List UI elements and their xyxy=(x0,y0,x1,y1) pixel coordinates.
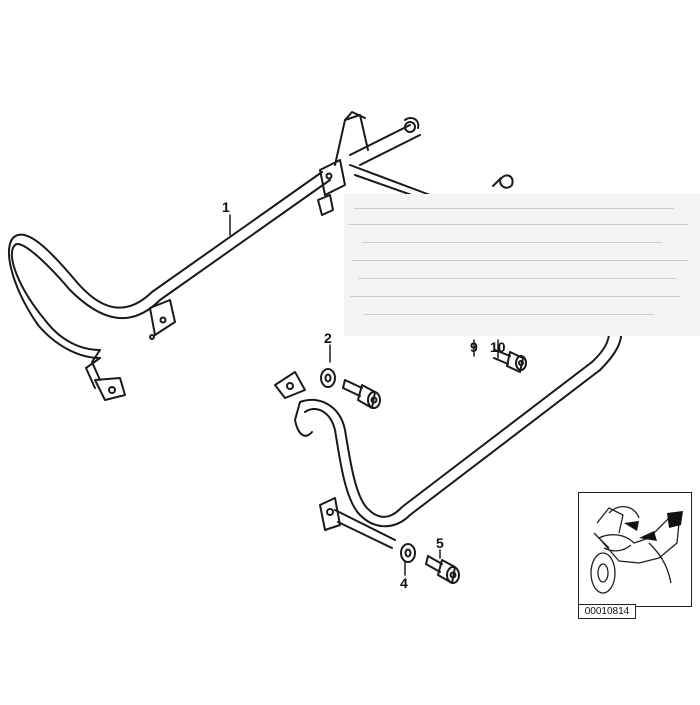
callout-part-4: 4 xyxy=(400,575,408,591)
callout-part-1: 1 xyxy=(222,199,230,215)
callout-part-9: 9 xyxy=(470,339,478,355)
washer-bolt-4-5 xyxy=(400,543,460,584)
smudge-line xyxy=(354,208,674,209)
smudge-line xyxy=(362,242,662,243)
smudge-line xyxy=(348,224,688,225)
callout-part-10: 10 xyxy=(490,339,506,355)
smudge-line xyxy=(358,278,676,279)
washer-bolt-2 xyxy=(320,368,381,409)
crash-bar-right xyxy=(274,324,623,549)
obscured-region xyxy=(344,194,700,336)
smudge-line xyxy=(350,296,680,297)
smudge-line xyxy=(352,260,688,261)
diagram-code: 00010814 xyxy=(578,604,636,619)
crash-bar-left xyxy=(7,111,514,401)
callout-part-2: 2 xyxy=(324,330,332,346)
callout-part-5: 5 xyxy=(436,535,444,551)
motorcycle-thumbnail xyxy=(578,492,692,607)
smudge-line xyxy=(364,314,654,315)
motorcycle-icon xyxy=(590,506,683,594)
